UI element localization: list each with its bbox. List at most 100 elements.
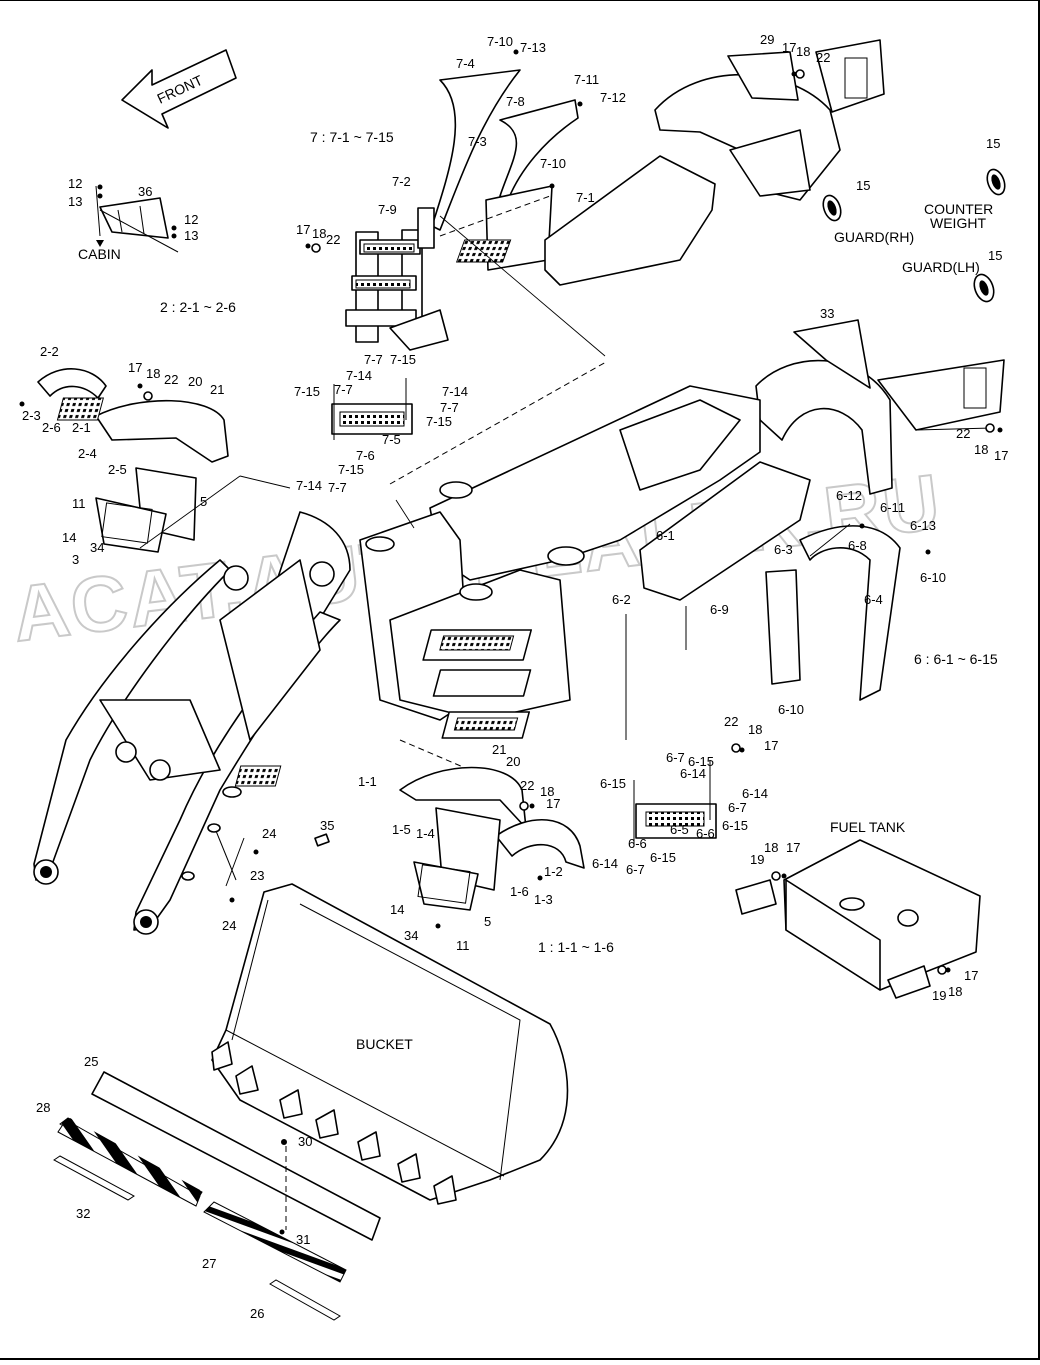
callout: 2-6 [42,420,61,435]
callout: 7-10 [487,34,513,49]
callout: 7-9 [378,202,397,217]
callout: 15 [988,248,1002,263]
callout: 6-5 [670,822,689,837]
callout: 7-6 [356,448,375,463]
callout: 7-15 [338,462,364,477]
callout: 1-2 [544,864,563,879]
callout: 6-15 [722,818,748,833]
callout: 18 [312,226,326,241]
callout: 2-2 [40,344,59,359]
callout: 6-11 [880,500,905,515]
callout: 7-5 [382,432,401,447]
bucket-label: BUCKET [356,1036,413,1052]
callout: 24 [262,826,276,841]
callout: 7-3 [468,134,487,149]
callout: 2-3 [22,408,41,423]
callout: 6-10 [920,570,946,585]
callout: 26 [250,1306,264,1321]
callout: 6-6 [696,826,715,841]
callout: 7-12 [600,90,626,105]
callout: 22 [724,714,738,729]
callout: 6-3 [774,542,793,557]
step-assembly-6 [422,525,901,846]
callout: 17 [128,360,142,375]
fuel-tank [735,839,981,999]
callout: 22 [816,50,830,65]
callout: 6-7 [626,862,645,877]
bucket [211,883,569,1205]
callout: 24 [222,918,236,933]
fender-rear-right [755,319,1005,495]
callout: 2-5 [108,462,127,477]
group-note-1: 1 : 1-1 ~ 1-6 [538,939,614,955]
callout: 34 [404,928,418,943]
callout: 6-6 [628,836,647,851]
callout: 27 [202,1256,216,1271]
step-7-5 [331,378,413,440]
callout: 12 [68,176,82,191]
callout: 17 [782,40,796,55]
step-assembly-7 [345,69,716,351]
callout: 2-1 [72,420,91,435]
callout: 18 [540,784,554,799]
lift-arms [33,511,351,935]
counterweight-emblem [822,168,1006,303]
bucket-teeth [211,1041,457,1205]
callout: 17 [994,448,1008,463]
callout: 7-1 [576,190,595,205]
fender-rear-upper [654,39,885,201]
callout: 6-2 [612,592,631,607]
callout: 7-4 [456,56,475,71]
callout: 7-7 [328,480,347,495]
callout: 15 [856,178,870,193]
callout: 7-7 [440,400,459,415]
callout: 18 [764,840,778,855]
callout: 6-15 [650,850,676,865]
callout: 21 [210,382,224,397]
callout: 22 [326,232,340,247]
callout: 7-14 [296,478,322,493]
callout: 7-15 [294,384,320,399]
callout: 15 [986,136,1000,151]
callout: 30 [298,1134,312,1149]
callout: 3 [72,552,79,567]
callout: 13 [184,228,198,243]
callout-labels: 7-10 7-1 3 7-4 7-11 7-12 7-8 7-3 7-10 7-1… [22,32,1008,1321]
callout: 18 [748,722,762,737]
callout: 6-14 [592,856,618,871]
callout: 1-4 [416,826,435,841]
callout: 20 [188,374,202,389]
callout: 17 [296,222,310,237]
callout: 6-14 [742,786,768,801]
callout: 19 [932,988,946,1003]
callout: 6-4 [864,592,883,607]
callout: 7-10 [540,156,566,171]
callout: 22 [520,778,534,793]
fender-front-right [234,765,585,911]
front-arrow: FRONT [121,49,237,129]
callout: 7-15 [426,414,452,429]
callout: 6-13 [910,518,936,533]
callout: 29 [760,32,774,47]
callout: 31 [296,1232,310,1247]
callout: 17 [786,840,800,855]
callout: 7-7 [334,382,353,397]
callout: 32 [76,1206,90,1221]
guard-rh-label: GUARD(RH) [834,229,914,245]
callout: 18 [146,366,160,381]
callout: 7-8 [506,94,525,109]
callout: 20 [506,754,520,769]
group-note-7: 7 : 7-1 ~ 7-15 [310,129,394,145]
callout: 12 [184,212,198,227]
pins-and-link [181,823,330,887]
hazard-decals [53,1117,347,1321]
callout: 6-15 [688,754,714,769]
callout: 5 [484,914,491,929]
callout: 21 [492,742,506,757]
callout: 7-11 [574,72,599,87]
counterweight-label-1: COUNTER [924,201,993,217]
callout: 17 [964,968,978,983]
callout: 2-4 [78,446,97,461]
